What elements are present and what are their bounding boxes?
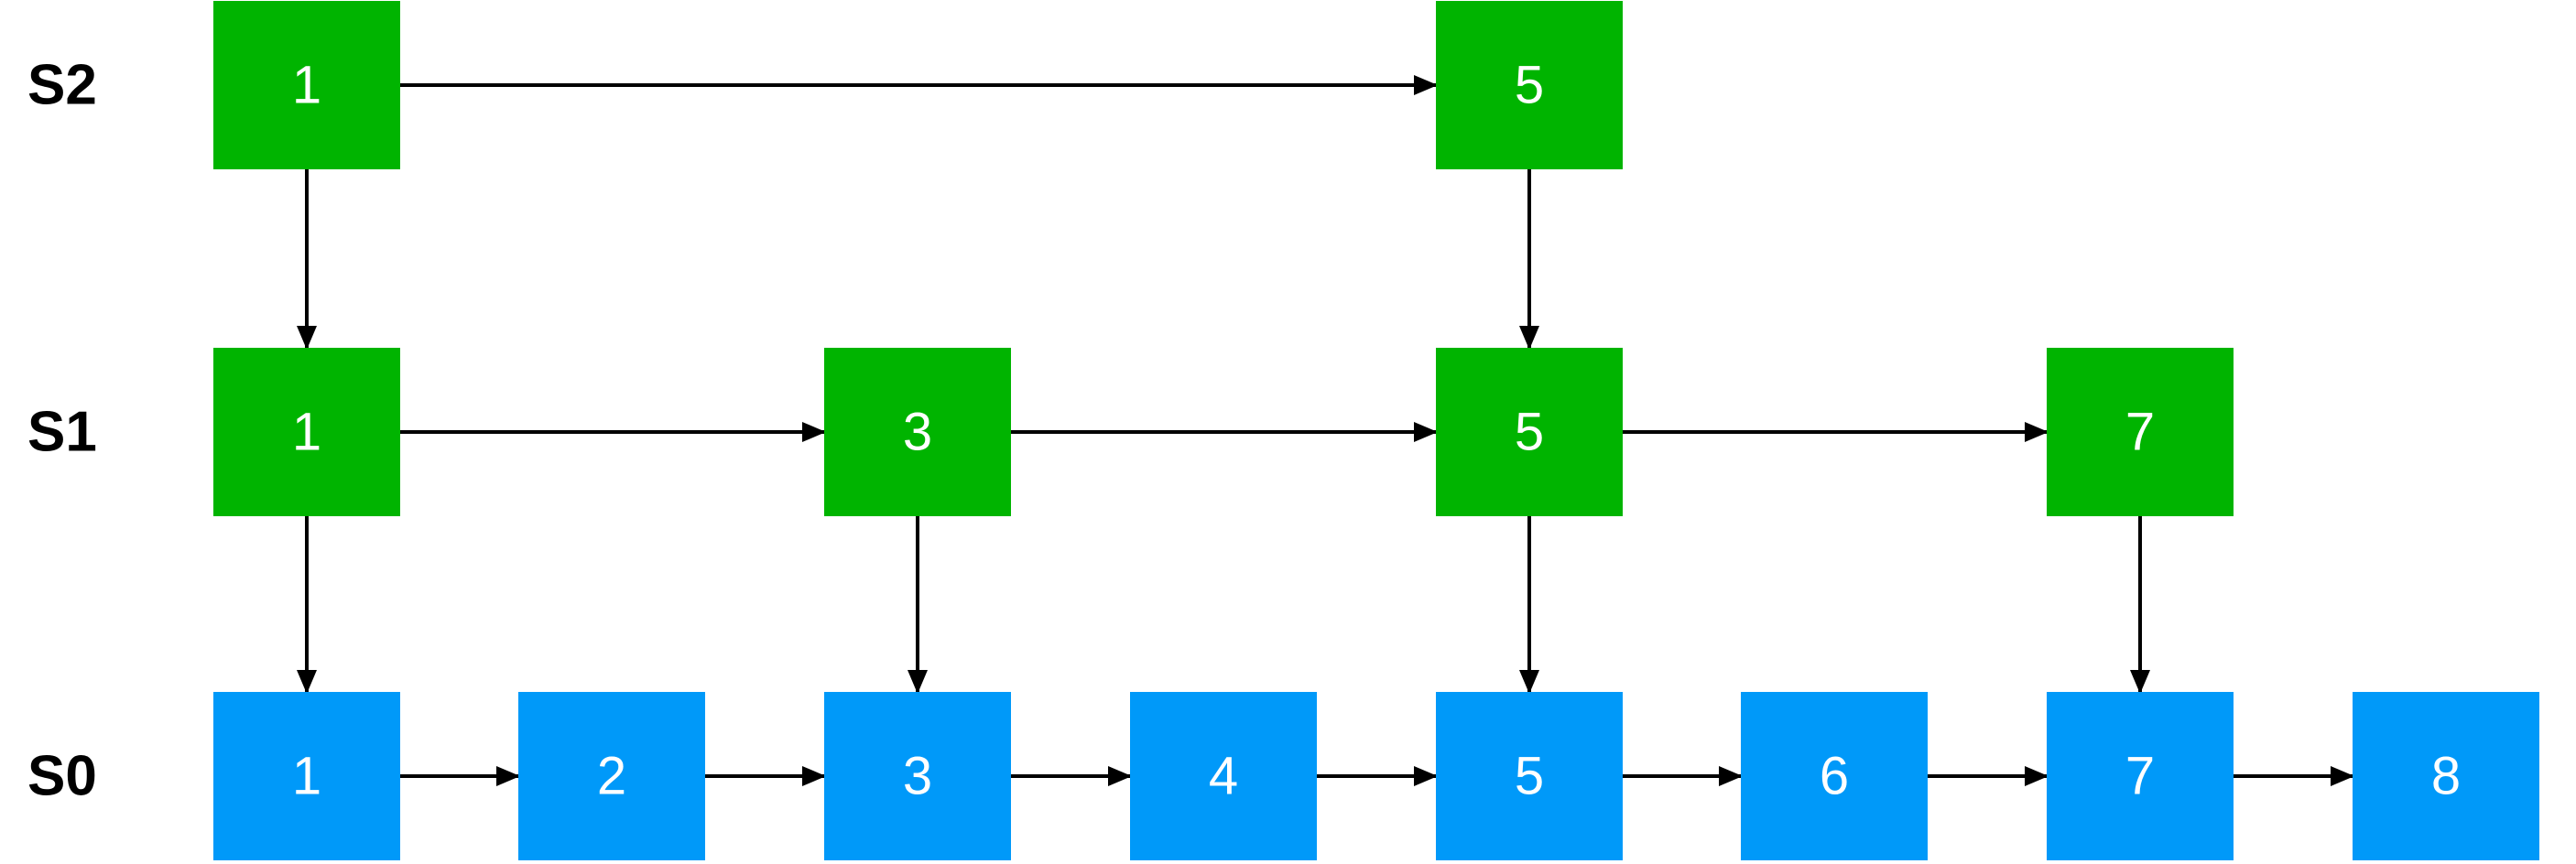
node-box: [2047, 692, 2234, 860]
node-s0-2: 2: [518, 692, 705, 860]
node-box: [1436, 348, 1623, 516]
node-s2-1: 1: [213, 1, 400, 169]
node-value: 5: [1515, 747, 1544, 806]
node-s0-7: 7: [2047, 692, 2234, 860]
node-s0-8: 8: [2353, 692, 2539, 860]
node-s0-4: 4: [1130, 692, 1317, 860]
node-value: 5: [1515, 56, 1544, 115]
node-value: 1: [292, 56, 321, 115]
node-value: 3: [903, 403, 932, 462]
level-label-s1: S1: [27, 401, 97, 464]
node-box: [213, 1, 400, 169]
node-value: 4: [1209, 747, 1238, 806]
node-value: 6: [1820, 747, 1849, 806]
node-s2-5: 5: [1436, 1, 1623, 169]
node-s1-3: 3: [824, 348, 1011, 516]
level-label-s0: S0: [27, 745, 97, 808]
node-value: 3: [903, 747, 932, 806]
edges: [297, 75, 2354, 786]
node-s1-7: 7: [2047, 348, 2234, 516]
node-s0-6: 6: [1741, 692, 1928, 860]
node-box: [2047, 348, 2234, 516]
node-value: 7: [2125, 747, 2155, 806]
node-box: [1436, 1, 1623, 169]
node-box: [213, 692, 400, 860]
node-value: 7: [2125, 403, 2155, 462]
node-value: 1: [292, 747, 321, 806]
level-label-s2: S2: [27, 54, 97, 117]
node-box: [824, 348, 1011, 516]
node-box: [1741, 692, 1928, 860]
node-s0-5: 5: [1436, 692, 1623, 860]
node-box: [2353, 692, 2539, 860]
node-value: 2: [597, 747, 626, 806]
node-s0-3: 3: [824, 692, 1011, 860]
node-value: 5: [1515, 403, 1544, 462]
node-box: [1436, 692, 1623, 860]
node-s1-1: 1: [213, 348, 400, 516]
node-value: 8: [2431, 747, 2461, 806]
node-value: 1: [292, 403, 321, 462]
nodes: 1 5 1 3 5 7 1 2 3 4 5 6 7 8: [213, 1, 2539, 860]
node-box: [518, 692, 705, 860]
node-s1-5: 5: [1436, 348, 1623, 516]
node-s0-1: 1: [213, 692, 400, 860]
node-box: [824, 692, 1011, 860]
node-box: [1130, 692, 1317, 860]
node-box: [213, 348, 400, 516]
